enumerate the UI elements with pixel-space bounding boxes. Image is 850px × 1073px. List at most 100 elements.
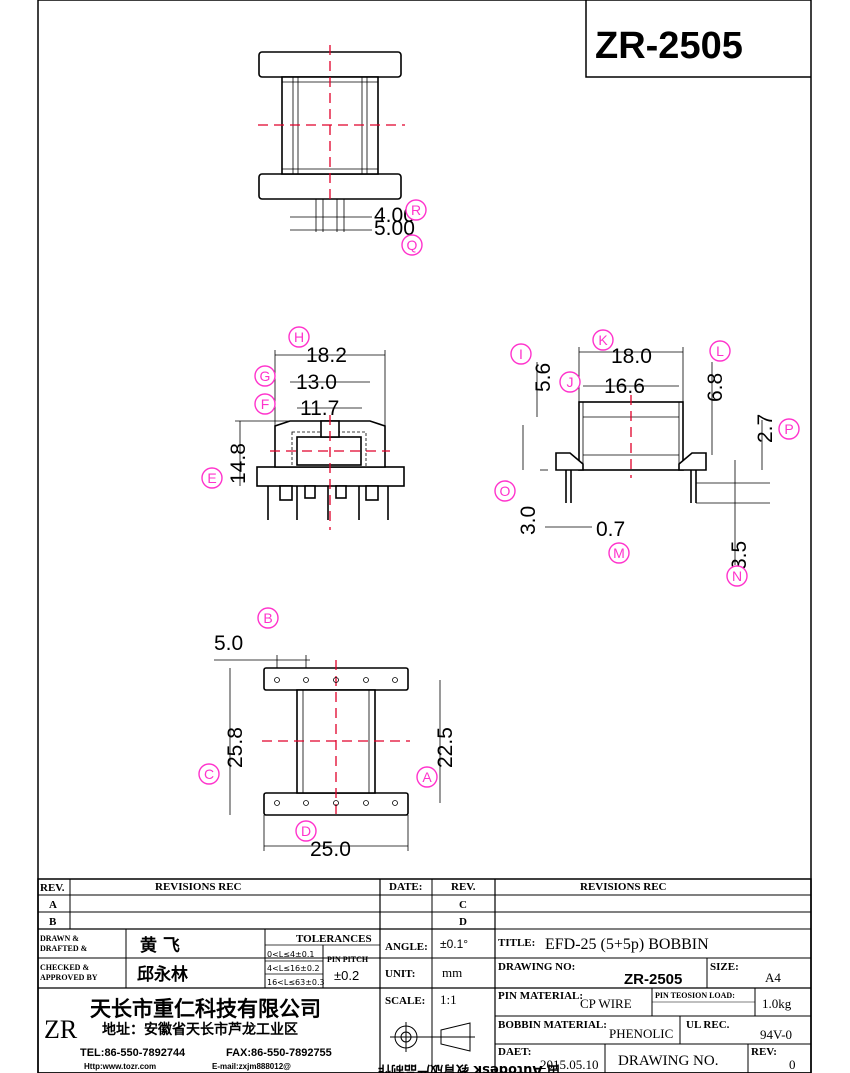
projection-symbol [390,1022,475,1052]
dimension-labels: R Q H G F E K I J L P O M N B C A D [198,199,800,842]
rev-c: C [459,899,467,911]
label-e: E [201,467,223,489]
rev-header: REV. [40,882,65,894]
date-value: 2015.05.10 [540,1057,599,1072]
svg-text:C: C [204,766,214,782]
side-view: 18.0 16.6 5.6 6.8 2.7 3.0 0.7 3.5 [517,345,777,570]
company-address: 地址：安徽省天长市芦龙工业区 [102,1021,298,1038]
label-p: P [778,418,800,440]
date-header: DATE: [389,881,422,893]
bottom-view: 5.0 25.8 22.5 25.0 [214,632,457,861]
svg-text:L: L [716,343,724,359]
angle-value: ±0.1° [440,937,468,951]
label-g: G [254,365,276,387]
checked-name: 邱永林 [137,964,188,985]
rev-d: D [459,916,467,928]
label-k: K [592,329,614,351]
label-o: O [494,480,516,502]
size-label: SIZE: [710,961,739,973]
date-label: DAET: [498,1046,531,1058]
tolerance-1: 0<L≤4±0.1 [267,950,314,959]
dim-g: 13.0 [296,371,337,394]
dim-c: 25.8 [224,727,247,768]
rev-header-right: REV. [451,881,476,893]
dim-n: 3.5 [728,541,751,570]
drawn-name: 黄 飞 [140,935,180,956]
svg-text:Q: Q [407,237,418,253]
label-j: J [559,371,581,393]
top-view: 4.00 5.00 [258,45,415,240]
svg-text:E: E [207,470,216,486]
label-c: C [198,763,220,785]
label-a: A [416,766,438,788]
pin-holes [274,677,398,806]
dim-e: 14.8 [227,443,250,484]
front-view: 18.2 13.0 11.7 14.8 [227,344,405,530]
dim-o: 3.0 [517,506,540,535]
company-logo: ZR [44,1015,78,1044]
angle-label: ANGLE: [385,941,428,953]
dim-r: 4.00 [374,204,415,227]
part-number: ZR-2505 [595,25,743,67]
label-l: L [709,340,731,362]
dim-q: 5.00 [374,217,415,240]
dim-h: 18.2 [306,344,347,367]
svg-text:D: D [301,823,311,839]
dim-j: 16.6 [604,375,645,398]
bobbin-material-value: PHENOLIC [609,1026,673,1041]
revisions-rec-right: REVISIONS REC [580,881,667,893]
drawing-no-label: DRAWING NO: [498,961,575,973]
bobbin-material-label: BOBBIN MATERIAL: [498,1019,607,1031]
svg-text:O: O [500,483,511,499]
pin-tension-label: PIN TEOSION LOAD: [655,991,735,1000]
pin-pitch-label: PIN PITCH [327,955,369,964]
dim-d: 25.0 [310,838,351,861]
pin-tension-value: 1.0kg [762,996,792,1011]
revisions-rec-left: REVISIONS REC [155,881,242,893]
label-b: B [257,607,279,629]
company-name: 天长市重仁科技有限公司 [90,997,321,1021]
svg-text:I: I [519,346,523,362]
autodesk-watermark: 由 Autodesk 教育版产品制作 [378,1062,560,1073]
tolerances-label: TOLERANCES [296,933,372,945]
drawn-label-1: DRAWN & [40,934,79,943]
label-r: R [405,199,427,221]
drawing-border [37,0,812,1073]
checked-label-1: CHECKED & [40,963,89,972]
dim-a: 22.5 [434,727,457,768]
tolerance-2: 4<L≤16±0.2 [267,964,320,973]
checked-label-2: APPROVED BY [40,973,98,982]
drawing-no-value: ZR-2505 [624,971,682,988]
dim-f: 11.7 [300,397,339,420]
svg-text:H: H [294,329,304,345]
drawn-label-2: DRAFTED & [40,944,88,953]
svg-text:F: F [261,396,270,412]
ul-label: UL REC. [686,1019,730,1031]
label-q: Q [401,234,423,256]
pin-pitch-value: ±0.2 [334,968,359,983]
svg-text:A: A [422,769,432,785]
unit-value: mm [442,965,462,980]
company-email: E-mail:zxjm888012@ [212,1062,291,1071]
drawing-no-footer: DRAWING NO. [618,1053,718,1069]
size-value: A4 [765,970,781,985]
title-value: EFD-25 (5+5p) BOBBIN [545,936,709,953]
dim-b: 5.0 [214,632,243,655]
label-f: F [254,393,276,415]
rev-a: A [49,899,57,911]
ul-value: 94V-0 [760,1027,792,1042]
dim-p: 2.7 [754,414,777,443]
svg-text:G: G [260,368,271,384]
tolerance-3: 16<L≤63±0.3 [267,978,325,987]
rev-b: B [49,916,57,928]
title-block: REV. REVISIONS REC DATE: REV. REVISIONS … [37,878,812,1073]
part-number-box: ZR-2505 [585,0,811,78]
company-fax: FAX:86-550-7892755 [226,1047,332,1059]
company-tel: TEL:86-550-7892744 [80,1047,186,1059]
dim-i: 5.6 [532,363,555,392]
label-m: M [608,542,630,564]
unit-label: UNIT: [385,968,415,980]
svg-text:R: R [411,202,421,218]
title-label: TITLE: [498,937,535,949]
